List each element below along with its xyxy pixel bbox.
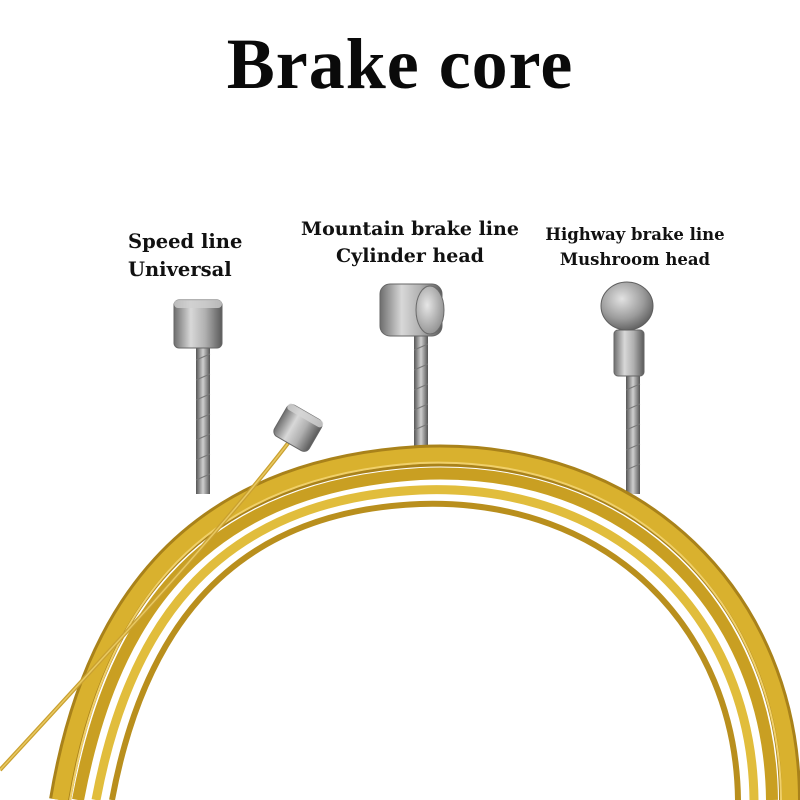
label-highway-line1: Highway brake line [545,225,725,244]
highway-brake-cable [600,281,654,494]
gold-coiled-cable [0,436,800,800]
mountain-brake-cable [379,283,445,452]
label-highway-line2: Mushroom head [559,250,711,269]
page-title: Brake core [226,24,574,104]
label-mountain-brake-line: Mountain brake line Cylinder head [300,216,520,270]
speed-line-cable [173,299,223,494]
label-speed-line1: Speed line [128,230,243,253]
label-speed-line: Speed line Universal [128,228,242,284]
label-mountain-line2: Cylinder head [336,245,484,267]
label-speed-line2: Universal [128,258,232,281]
label-mountain-line1: Mountain brake line [301,218,519,240]
label-highway-brake-line: Highway brake line Mushroom head [538,222,732,272]
gold-cable-end-barrel [273,403,324,452]
